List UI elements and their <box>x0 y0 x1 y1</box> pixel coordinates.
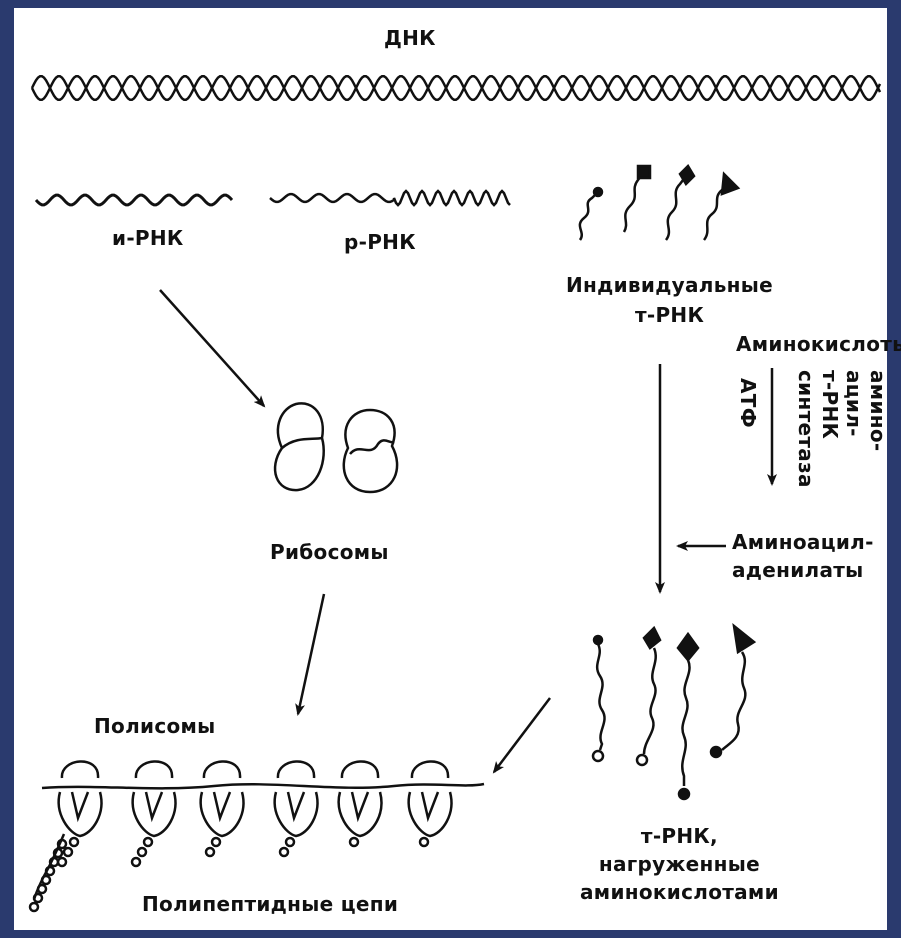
polypeptide-chains-label: Полипептидные цепи <box>142 892 398 916</box>
aminoacyl-adenylates-label: Аминоацил- аденилаты <box>732 528 874 584</box>
dna-helix <box>32 76 880 100</box>
polysome-ribosome-icon <box>201 761 244 856</box>
polysome-ribosome-icon <box>132 761 175 866</box>
polysome-ribosome-icon <box>275 761 318 856</box>
enzyme-label: амино- ацил- т-РНК синтетаза <box>794 370 890 488</box>
mrna-strand <box>36 195 232 205</box>
ribosomes-label: Рибосомы <box>270 540 389 564</box>
ribosomes-icon <box>275 403 397 492</box>
polysome-ribosome-icon <box>58 761 101 866</box>
trna-charged-group <box>593 626 754 799</box>
mrna-label: и-РНК <box>112 226 184 250</box>
diagram-art <box>14 8 887 930</box>
dna-label: ДНК <box>384 26 436 50</box>
rrna-strand <box>270 191 510 205</box>
polysome-ribosome-icon <box>339 761 382 846</box>
arrows <box>160 290 772 772</box>
atp-label: АТФ <box>736 378 760 428</box>
trna-charged-label: т-РНК, нагруженные аминокислотами <box>580 822 779 906</box>
trna-individual-label: Индивидуальные т-РНК <box>566 270 773 330</box>
polysomes-label: Полисомы <box>94 714 216 738</box>
rrna-label: р-РНК <box>344 230 416 254</box>
trna-individual-group <box>580 166 738 240</box>
diagram-panel: ДНК и-РНК р-РНК Индивидуальные т-РНК Ами… <box>14 8 887 930</box>
polysomes-group <box>30 761 484 911</box>
polysome-ribosome-icon <box>409 761 452 846</box>
amino-acids-label: Аминокислоты <box>736 332 901 356</box>
